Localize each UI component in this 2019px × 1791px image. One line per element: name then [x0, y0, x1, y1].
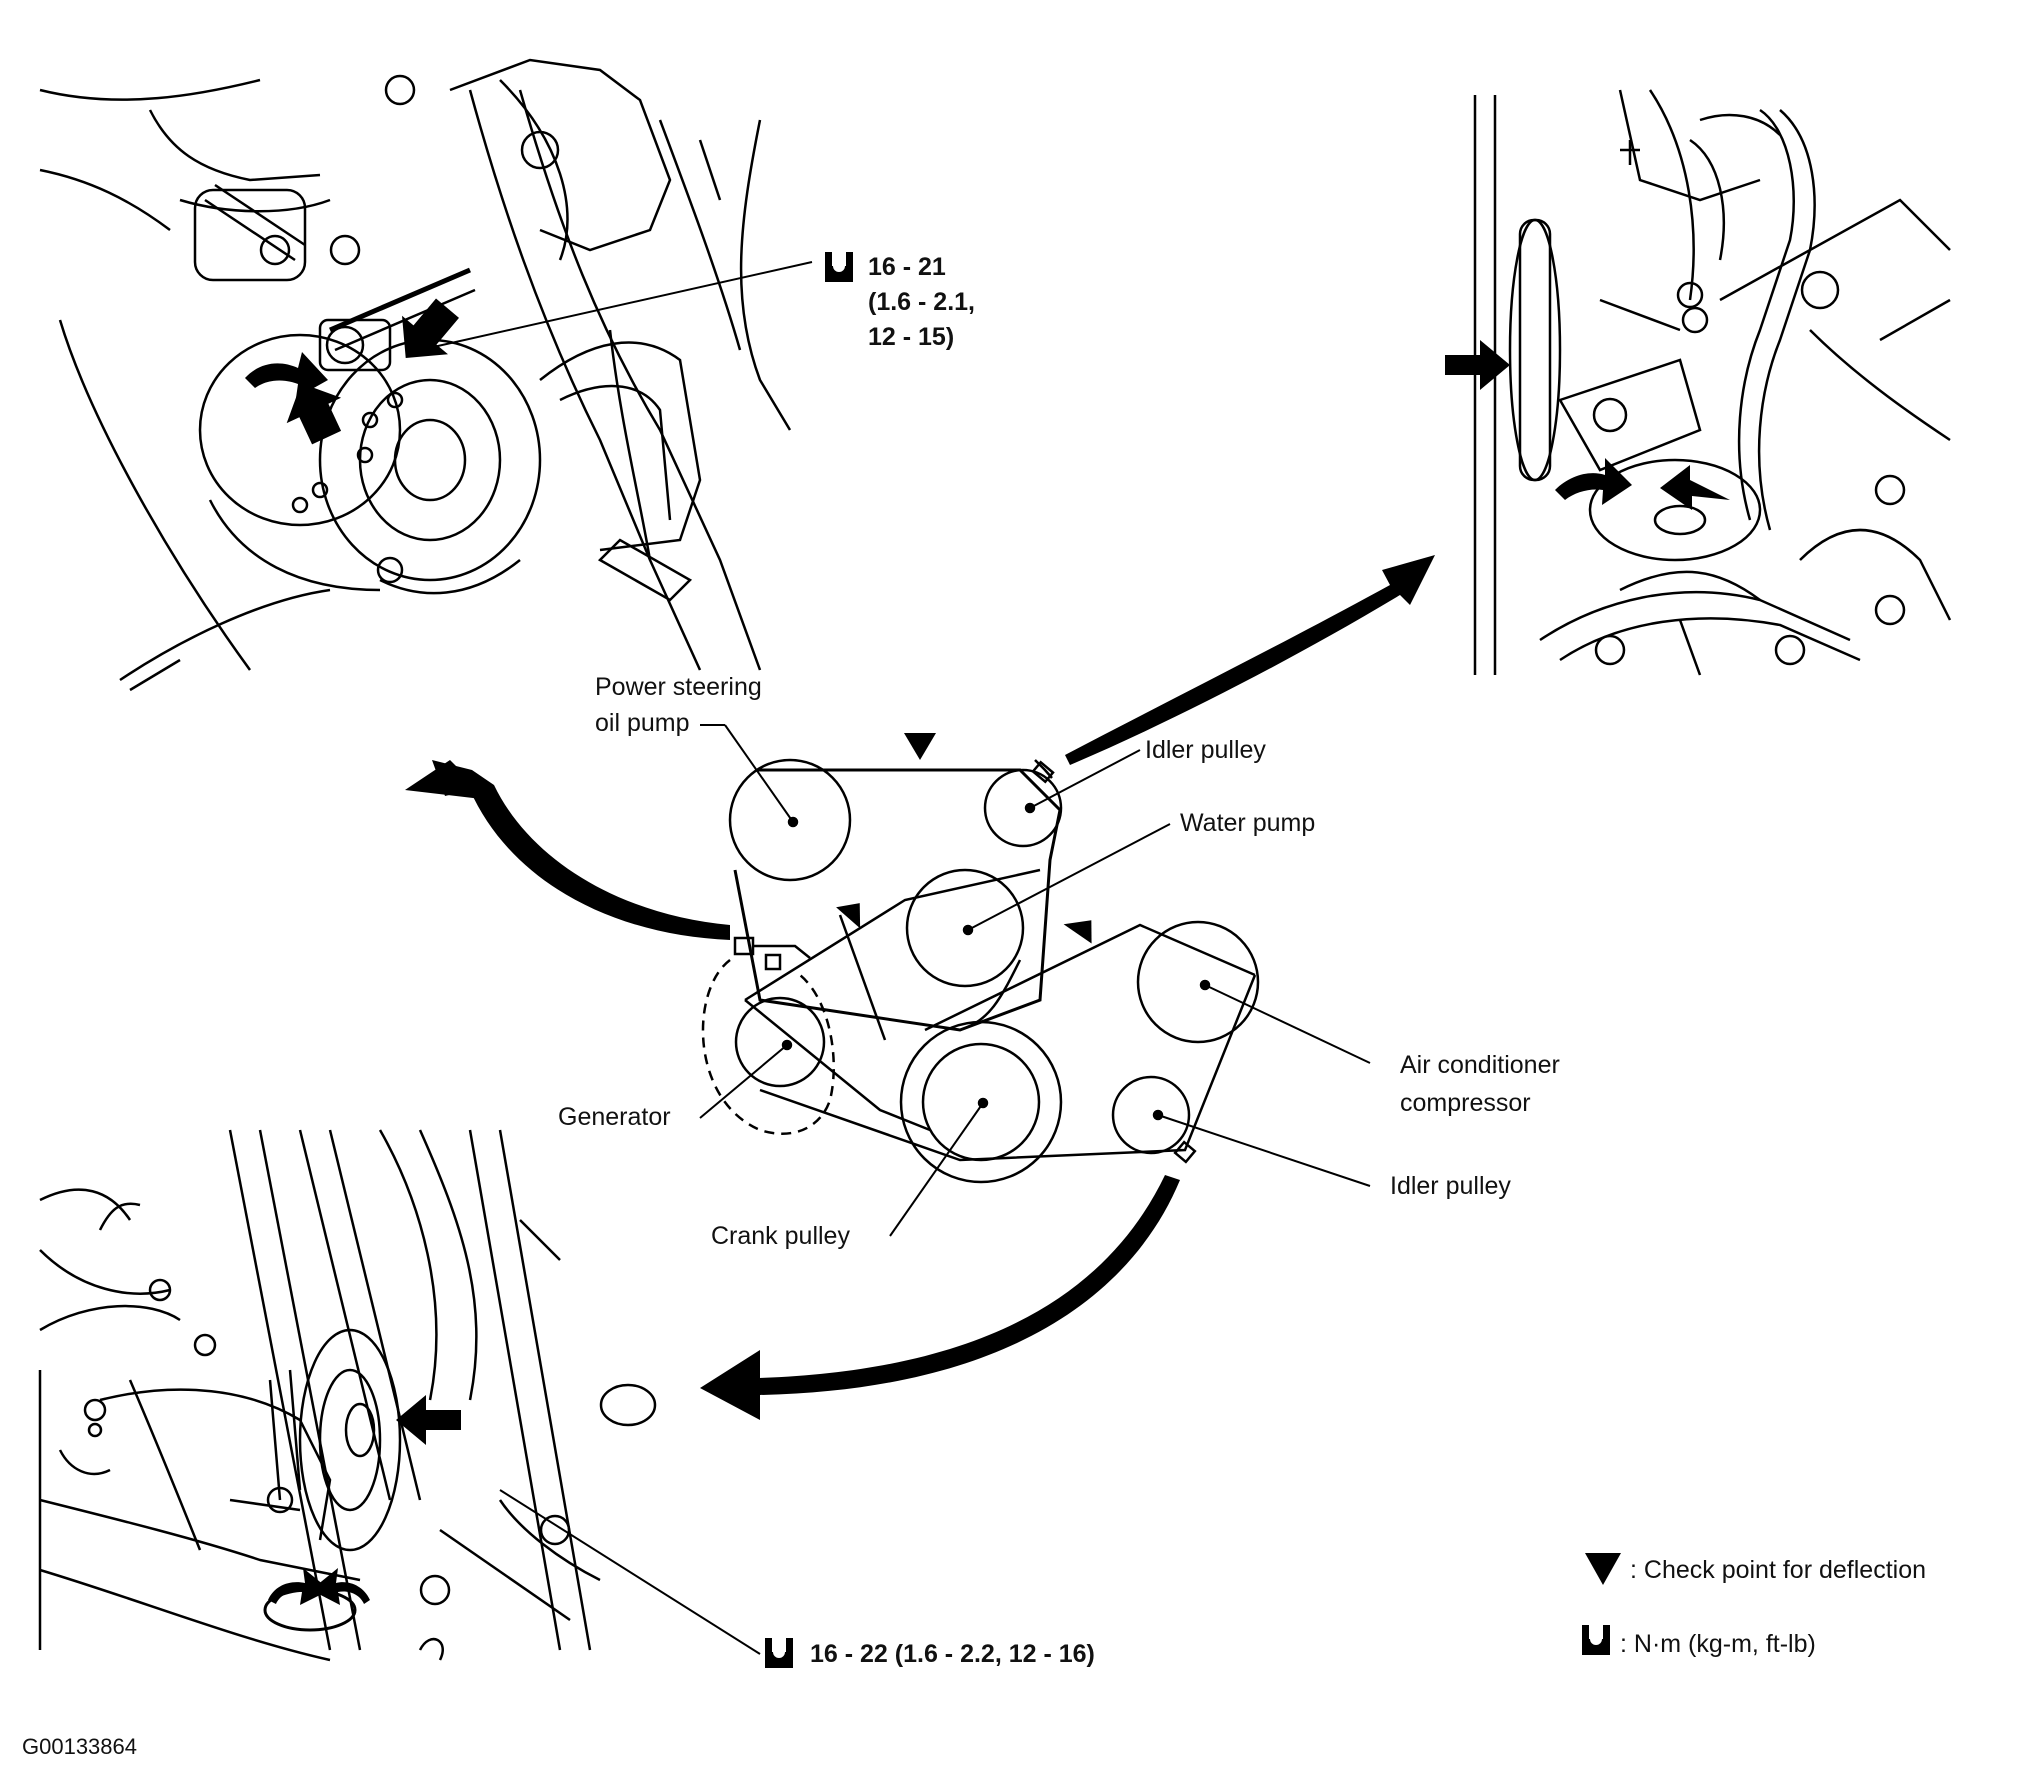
- legend-check-point-icon: [1585, 1553, 1621, 1585]
- legend-check-point-text: : Check point for deflection: [1630, 1556, 1926, 1584]
- crank-pulley-label: Crank pulley: [711, 1222, 850, 1250]
- check-point-marker: [1063, 920, 1092, 944]
- top-left-detail-view: [39, 58, 792, 692]
- idler-pulley-top-label: Idler pulley: [1145, 736, 1266, 764]
- air-conditioner-pulley: [1136, 920, 1260, 1044]
- water-pump-pulley: [905, 868, 1025, 988]
- torque-wrench-icon-bottom: [765, 1638, 793, 1668]
- generator-pulley: [734, 996, 826, 1088]
- arrow-to-bottom-left: [700, 1175, 1180, 1420]
- bottom-left-detail-view: [38, 1129, 601, 1662]
- top-right-adjust-arrows: [1445, 340, 1730, 510]
- idler-pulley-bottom-label: Idler pulley: [1390, 1172, 1511, 1200]
- callout-arrows: [405, 555, 1435, 1420]
- power-steering-label-line1: Power steering: [595, 673, 762, 701]
- bottom-left-rotation-arrows: [263, 1395, 461, 1632]
- legend-torque-wrench-icon: [1582, 1625, 1610, 1655]
- generator-label: Generator: [558, 1103, 671, 1131]
- idler-pulley-top: [983, 768, 1063, 848]
- top-torque-spec-line3: 12 - 15): [868, 323, 955, 351]
- power-steering-pulley: [728, 758, 852, 882]
- torque-wrench-icon: [825, 252, 853, 282]
- air-conditioner-label-line2: compressor: [1400, 1089, 1531, 1117]
- deflection-check-points: [836, 733, 1092, 944]
- arrow-to-top-right: [1065, 555, 1435, 765]
- legend-torque-unit-text: : N·m (kg-m, ft-lb): [1620, 1630, 1816, 1658]
- top-torque-spec-line2: (1.6 - 2.1,: [868, 288, 975, 316]
- air-conditioner-label-line1: Air conditioner: [1400, 1051, 1560, 1079]
- top-torque-spec-line1: 16 - 21: [868, 253, 946, 281]
- top-left-rotation-arrows: [245, 298, 459, 445]
- top-right-detail-view: [1473, 89, 1952, 676]
- figure-id: G00133864: [22, 1734, 137, 1759]
- idler-pulley-bottom: [1111, 1075, 1191, 1155]
- check-point-marker: [904, 733, 936, 760]
- check-point-marker: [836, 903, 861, 929]
- water-pump-label: Water pump: [1180, 809, 1316, 837]
- bottom-torque-spec: 16 - 22 (1.6 - 2.2, 12 - 16): [810, 1640, 1095, 1668]
- power-steering-label-line2: oil pump: [595, 709, 690, 737]
- label-leaders: [699, 724, 1371, 1237]
- belt-routing-diagram: [701, 758, 1260, 1184]
- generator-bracket: [701, 959, 835, 1135]
- plug-cap: [599, 1383, 657, 1427]
